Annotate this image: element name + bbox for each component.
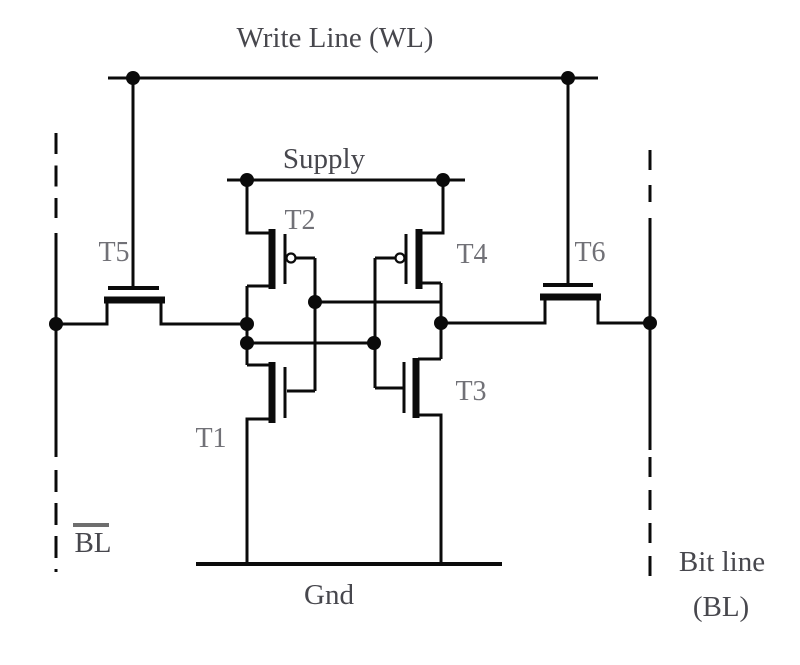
- junction-dot-wl-left: [126, 71, 140, 85]
- junction-dot-cross-upper: [308, 295, 322, 309]
- t4-source-lead: [421, 180, 445, 235]
- t6-left-lead: [443, 300, 547, 325]
- label-layer: Write Line (WL) Supply Gnd BL Bit line (…: [73, 22, 765, 623]
- t4-label: T4: [456, 239, 487, 270]
- t5-left-lead: [56, 303, 109, 326]
- t5-label: T5: [98, 237, 129, 268]
- junction-dot-wl-right: [561, 71, 575, 85]
- junction-dot-supply-left: [240, 173, 254, 187]
- bit-line-label: Bit line: [679, 546, 765, 578]
- wire-layer: [54, 76, 652, 578]
- junction-dot-bitline-left: [49, 317, 63, 331]
- t6-label: T6: [574, 237, 605, 268]
- ground-label: Gnd: [304, 579, 354, 611]
- pmos-bubbles: [285, 252, 406, 264]
- t6-right-lead: [596, 300, 650, 325]
- junction-dot-left-node-upper: [240, 317, 254, 331]
- supply-label: Supply: [283, 143, 366, 175]
- junction-dot-left-node-lower: [240, 336, 254, 350]
- t1-label: T1: [195, 423, 226, 454]
- t5-right-lead: [159, 303, 248, 326]
- bit-line-abbrev-label: (BL): [693, 591, 749, 623]
- junction-dot-supply-right: [436, 173, 450, 187]
- write-line-label: Write Line (WL): [237, 22, 434, 54]
- t1-source-lead: [245, 417, 269, 564]
- junction-dots: [49, 71, 657, 350]
- t3-label: T3: [455, 376, 486, 407]
- t2-source-lead: [245, 180, 269, 235]
- junction-dot-bitline-right: [643, 316, 657, 330]
- junction-dot-right-node: [434, 316, 448, 330]
- t3-source-lead: [418, 413, 443, 564]
- t2-label: T2: [284, 205, 315, 236]
- t2-pmos-bubble-icon: [285, 252, 297, 264]
- bl-complement-label: BL: [74, 527, 111, 559]
- junction-dot-cross-lower: [367, 336, 381, 350]
- bl-complement-overline: [73, 523, 109, 527]
- t4-pmos-bubble-icon: [394, 252, 406, 264]
